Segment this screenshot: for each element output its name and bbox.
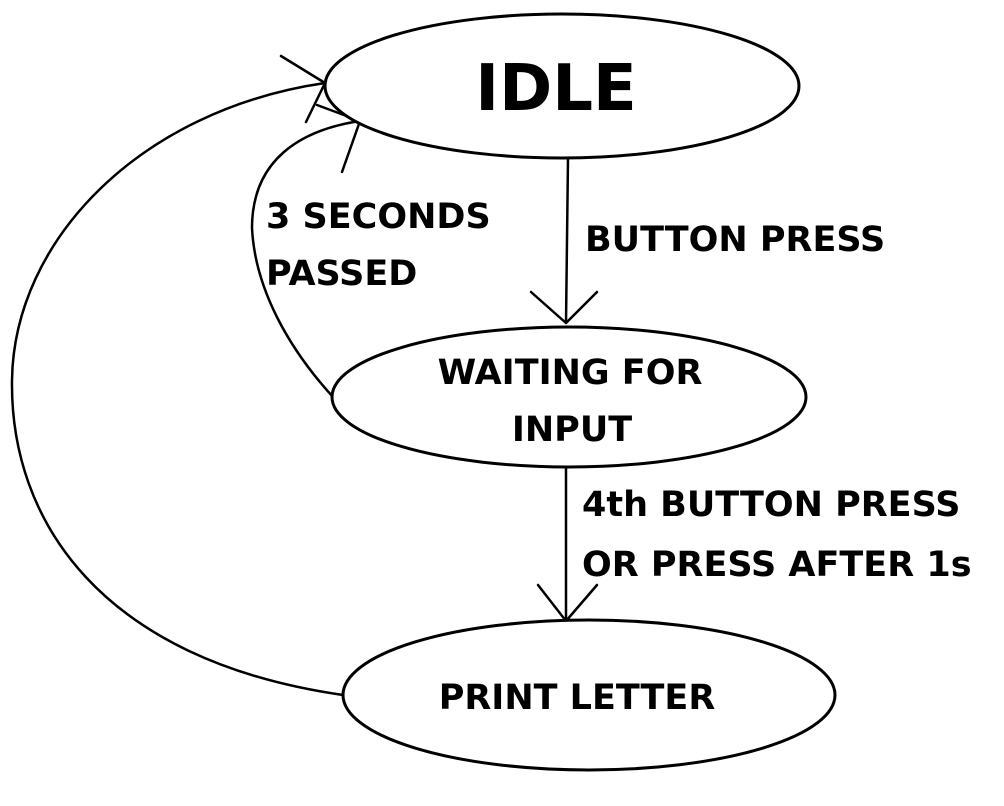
state-waiting-label-line2: INPUT xyxy=(512,410,632,450)
edge-waiting-to-idle xyxy=(250,103,362,399)
edge-idle-to-waiting-arrowhead xyxy=(529,290,599,325)
edge-print-to-idle-line xyxy=(10,81,345,697)
state-idle-label: IDLE xyxy=(475,52,636,126)
edge-waiting-to-print-arrowhead xyxy=(536,583,599,623)
transition-fourth-press-label-line2: OR PRESS AFTER 1s xyxy=(582,545,972,585)
transition-fourth-press-label-line1: 4th BUTTON PRESS xyxy=(582,485,960,525)
edge-idle-to-waiting xyxy=(529,156,599,325)
state-print-label: PRINT LETTER xyxy=(439,678,716,718)
edge-waiting-to-idle-line xyxy=(250,119,362,399)
state-waiting-label-line1: WAITING FOR xyxy=(438,353,703,393)
edge-idle-to-waiting-line xyxy=(564,156,570,325)
state-print-ellipse xyxy=(341,618,837,772)
transition-timeout-label-line1: 3 SECONDS xyxy=(266,197,491,237)
state-print-letter: PRINT LETTER xyxy=(341,618,837,772)
state-idle: IDLE xyxy=(323,12,801,160)
edge-print-to-idle xyxy=(10,54,345,697)
transition-timeout-label-line2: PASSED xyxy=(266,254,417,294)
transition-button-press-label: BUTTON PRESS xyxy=(585,220,885,260)
state-idle-ellipse xyxy=(323,12,801,160)
state-waiting-ellipse xyxy=(330,325,808,469)
state-waiting-for-input: WAITING FOR INPUT xyxy=(330,325,808,469)
